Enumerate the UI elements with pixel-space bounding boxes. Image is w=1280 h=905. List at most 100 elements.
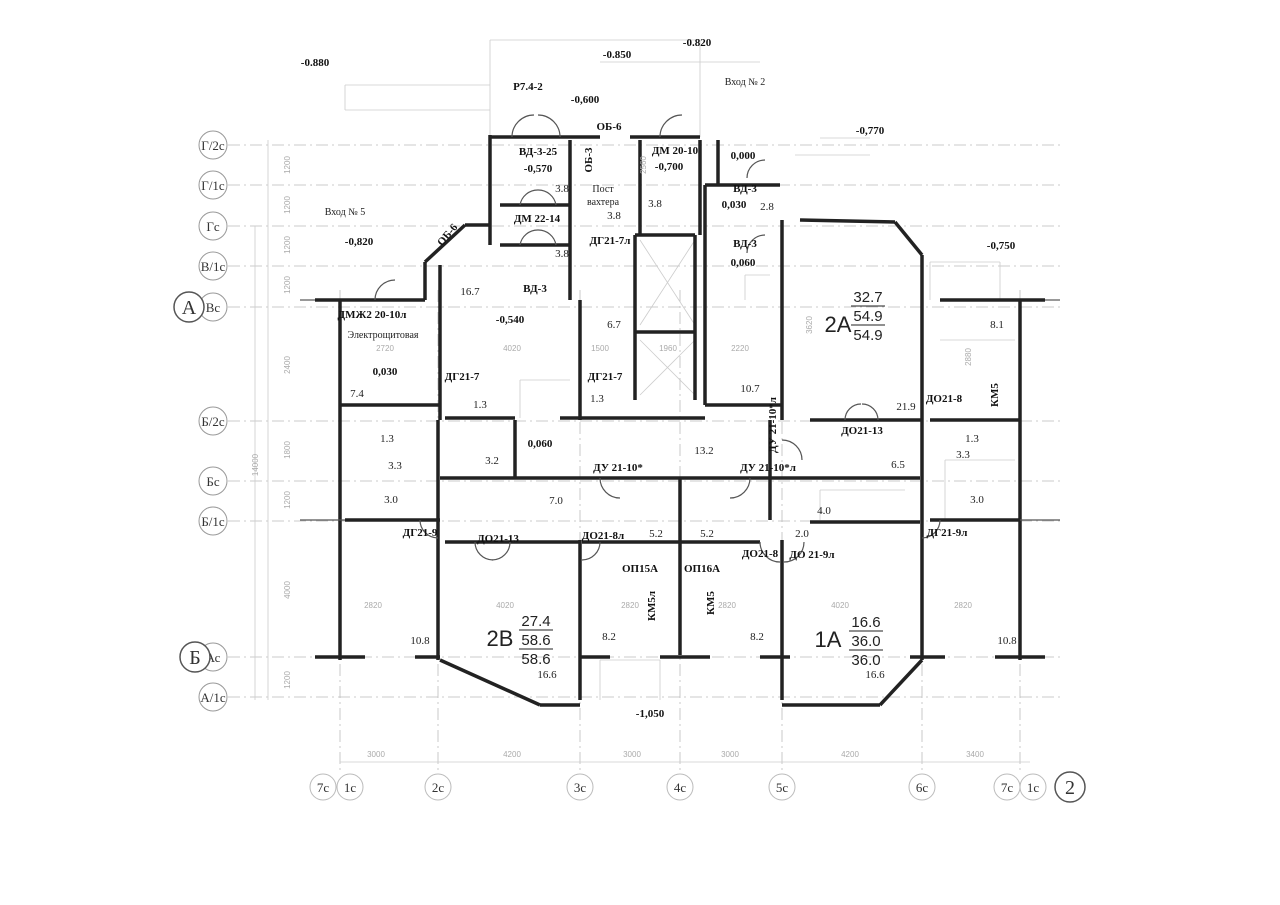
entrance-label: Вход № 2: [725, 77, 766, 88]
plan-labels: -0.880-0.850-0.820-0,600-0,570-0,7000,00…: [251, 37, 1017, 759]
room-area: 3.2: [485, 455, 499, 467]
elevation-mark: 0,000: [731, 150, 756, 162]
dimension-value: 2720: [376, 344, 394, 353]
grid-col-bubble: [336, 773, 364, 801]
door-mark: ВД-3: [733, 183, 757, 195]
door-mark: ДГ21-9л: [927, 527, 968, 539]
elevation-mark: -0.880: [301, 57, 330, 69]
grid-col-label: 1с: [344, 780, 357, 795]
door-mark: ОБ-6: [597, 121, 622, 133]
door-swing: [844, 403, 862, 421]
grid-col-label: 2с: [432, 780, 445, 795]
door-swing: [581, 541, 601, 561]
room-area: 3.8: [555, 183, 569, 195]
grid-col-label: 7с: [1001, 780, 1014, 795]
door-swing: [759, 541, 781, 563]
door-mark: ДГ21-7л: [590, 235, 631, 247]
grid-col-bubble: [566, 773, 594, 801]
elevation-mark: 0,060: [731, 257, 756, 269]
apartment-type: 2А: [825, 312, 852, 337]
grid-row-label: Г/2с: [201, 138, 225, 153]
door-mark: ДУ 21-10*л: [740, 462, 796, 474]
dimension-value: 1500: [591, 344, 609, 353]
apartment-living-area: 16.6: [851, 614, 880, 631]
room-area: 5.2: [649, 528, 663, 540]
door-mark: Р7.4-2: [513, 81, 543, 93]
apartment-type: 1А: [815, 627, 842, 652]
dimension-value: 4020: [496, 601, 514, 610]
dimension-value: 4200: [841, 750, 859, 759]
door-swing: [729, 477, 751, 499]
door-mark: ДО21-8: [742, 548, 779, 560]
dimension-value: 2820: [621, 601, 639, 610]
dimension-value: 1800: [283, 441, 292, 459]
door-mark: ДГ21-7: [588, 371, 623, 383]
room-area: 10.8: [410, 635, 430, 647]
room-area: 6.5: [891, 459, 905, 471]
dimension-value: 4020: [503, 344, 521, 353]
room-area: 3.3: [956, 449, 970, 461]
apartment-type: 2В: [487, 626, 514, 651]
grid-row-bubble: [198, 406, 228, 436]
apartment-living-area: 32.7: [853, 289, 882, 306]
room-area: 3.0: [970, 494, 984, 506]
dimension-value: 4200: [503, 750, 521, 759]
wall: [423, 223, 467, 264]
room-area: 10.7: [740, 383, 760, 395]
apartment-total-area-alt: 58.6: [521, 651, 550, 668]
door-mark: ОП15А: [622, 563, 658, 575]
dimension-value: 3000: [623, 750, 641, 759]
grid-col-bubble: [908, 773, 936, 801]
door-swing: [921, 519, 941, 539]
dimension-value: 1200: [283, 196, 292, 214]
elevation-mark: -0,540: [496, 314, 525, 326]
room-name: Электрощитовая: [347, 330, 418, 341]
door-swing: [746, 159, 766, 179]
fixture-outline: [639, 339, 696, 396]
wall: [799, 218, 896, 224]
grid-row-bubble: [198, 682, 228, 712]
wall: [893, 220, 924, 257]
door-swing: [537, 114, 561, 138]
grid-row-label: А/1с: [200, 690, 226, 705]
dimension-value: 3000: [721, 750, 739, 759]
door-mark: ВД-3: [523, 283, 547, 295]
room-area: 4.0: [817, 505, 831, 517]
room-area: 16.7: [460, 286, 480, 298]
grid-row-bubble: [198, 170, 228, 200]
elevation-mark: -0,820: [345, 236, 374, 248]
apartment-total-area-alt: 36.0: [851, 652, 880, 669]
axis-marker-label: А: [182, 297, 197, 319]
grid-col-label: 6с: [916, 780, 929, 795]
door-mark: ОБ-3: [583, 147, 595, 172]
dimension-value: 1200: [283, 491, 292, 509]
grid-col-bubble: [1019, 773, 1047, 801]
apartment-total-area: 54.9: [853, 308, 882, 325]
dimension-value: 2820: [364, 601, 382, 610]
door-mark: ДУ 21-10*л: [767, 397, 779, 453]
grid-row-label: Б/1с: [201, 514, 225, 529]
door-swing: [783, 541, 805, 563]
dimension-value: 4000: [283, 581, 292, 599]
grid-row-label: Вс: [206, 300, 221, 315]
door-mark: ВД-3: [733, 238, 757, 250]
fixture-outline: [639, 239, 696, 326]
light-linework: [344, 39, 1015, 700]
dimension-value: 1200: [283, 276, 292, 294]
wall: [878, 658, 924, 707]
door-swing: [374, 279, 396, 301]
door-mark: ДМЖ2 20-10л: [338, 309, 407, 321]
axis-marker-bubble: [179, 641, 211, 673]
door-mark: КМ5: [989, 383, 1001, 407]
grid-col-bubble: [424, 773, 452, 801]
grid-row-label: Г/1с: [201, 178, 225, 193]
grid-row-label: Бс: [206, 474, 219, 489]
apartment-total-area: 58.6: [521, 632, 550, 649]
grid-row-bubble: [198, 506, 228, 536]
grid-row-bubble: [198, 211, 228, 241]
dimension-value: 1200: [283, 236, 292, 254]
door-mark: ДМ 22-14: [514, 213, 561, 225]
entrance-label: Вход № 5: [325, 207, 366, 218]
